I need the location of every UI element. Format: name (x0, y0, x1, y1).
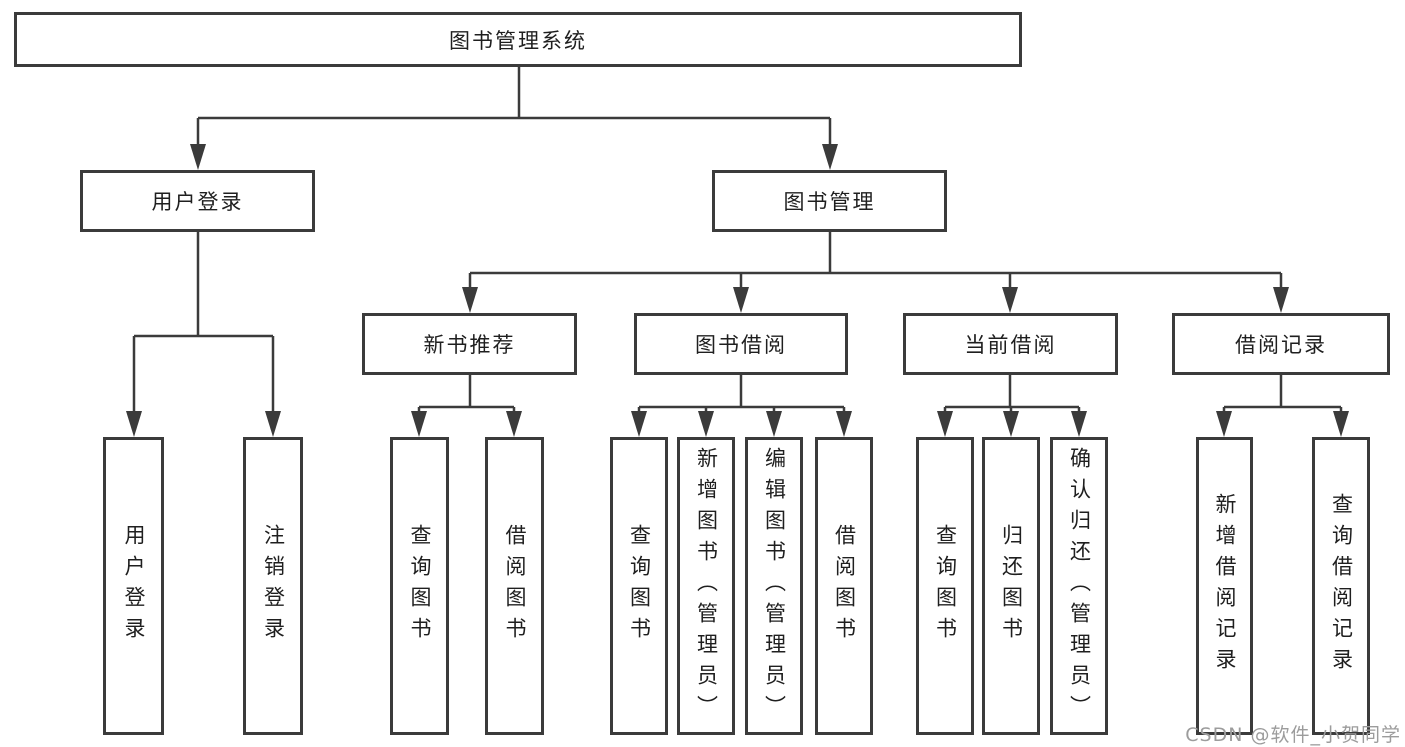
node-bb-edit-books-admin: 编辑图书（管理员） (745, 437, 803, 735)
node-nbr-borrow-books: 借阅图书 (485, 437, 544, 735)
node-nbr-query-books: 查询图书 (390, 437, 449, 735)
node-logout-label: 注销登录 (261, 524, 286, 648)
node-nbr-query-books-label: 查询图书 (408, 524, 432, 648)
node-cb-query-books-label: 查询图书 (933, 524, 958, 648)
node-book-management: 图书管理 (712, 170, 947, 232)
node-current-borrowing: 当前借阅 (903, 313, 1118, 375)
node-bb-query-books: 查询图书 (610, 437, 668, 735)
csdn-watermark: CSDN @软件_小贺同学 (1185, 724, 1401, 746)
node-new-book-recommend: 新书推荐 (362, 313, 577, 375)
node-user-login-group-label: 用户登录 (151, 190, 244, 214)
node-book-management-label: 图书管理 (783, 190, 876, 214)
node-user-login-leaf: 用户登录 (103, 437, 164, 735)
node-new-book-recommend-label: 新书推荐 (423, 333, 516, 357)
node-user-login-group: 用户登录 (80, 170, 315, 232)
node-book-borrowing: 图书借阅 (634, 313, 848, 375)
arrowheads (126, 144, 1349, 437)
node-cb-confirm-return-admin: 确认归还（管理员） (1050, 437, 1108, 735)
node-bb-borrow-books: 借阅图书 (815, 437, 873, 735)
node-cb-return-books: 归还图书 (982, 437, 1040, 735)
node-root: 图书管理系统 (14, 12, 1022, 67)
node-book-borrowing-label: 图书借阅 (695, 333, 787, 357)
node-user-login-leaf-label: 用户登录 (122, 524, 146, 648)
node-cb-confirm-return-admin-label: 确认归还（管理员） (1067, 446, 1092, 726)
node-bb-add-books-admin: 新增图书（管理员） (677, 437, 735, 735)
node-bb-query-books-label: 查询图书 (627, 524, 652, 648)
node-cb-return-books-label: 归还图书 (999, 524, 1024, 648)
node-br-add-record-label: 新增借阅记录 (1213, 493, 1237, 679)
node-borrowing-records-label: 借阅记录 (1235, 333, 1327, 357)
node-bb-edit-books-admin-label: 编辑图书（管理员） (762, 446, 787, 726)
node-br-query-record-label: 查询借阅记录 (1329, 493, 1354, 679)
node-bb-add-books-admin-label: 新增图书（管理员） (694, 446, 719, 726)
node-br-add-record: 新增借阅记录 (1196, 437, 1253, 735)
node-nbr-borrow-books-label: 借阅图书 (503, 524, 527, 648)
node-cb-query-books: 查询图书 (916, 437, 974, 735)
node-root-label: 图书管理系统 (449, 28, 587, 53)
node-br-query-record: 查询借阅记录 (1312, 437, 1370, 735)
node-borrowing-records: 借阅记录 (1172, 313, 1390, 375)
node-current-borrowing-label: 当前借阅 (964, 333, 1057, 357)
node-bb-borrow-books-label: 借阅图书 (832, 524, 857, 648)
node-logout: 注销登录 (243, 437, 303, 735)
